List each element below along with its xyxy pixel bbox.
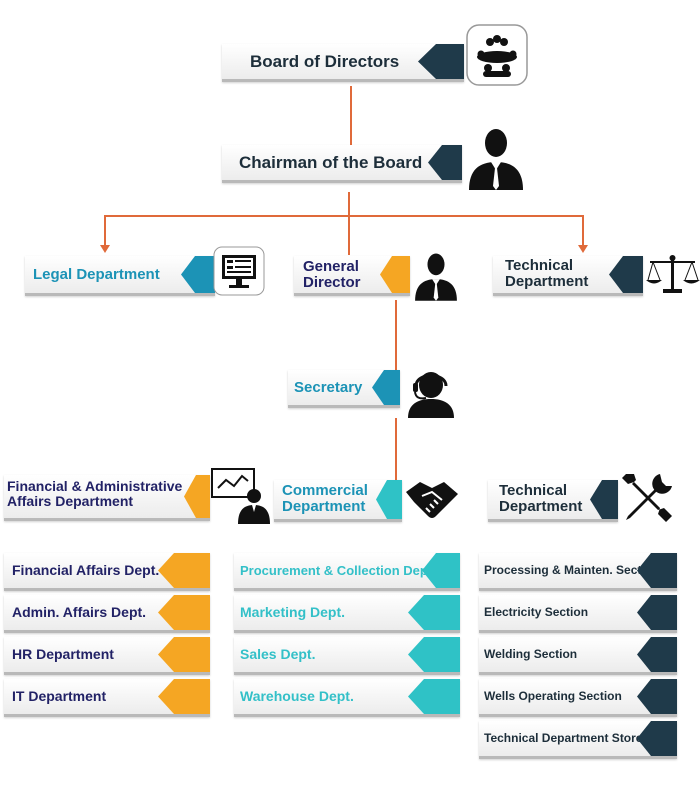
general-director-box: General Director xyxy=(294,256,410,296)
tab-chevron xyxy=(380,256,410,293)
financial-line1: Financial & Administrative xyxy=(7,478,183,494)
commercial-unit: Procurement & Collection Dept. xyxy=(234,553,460,591)
tab-chevron xyxy=(637,595,677,630)
technical-unit-label: Processing & Mainten. Section xyxy=(484,563,660,578)
connector-tech-arrow xyxy=(578,245,588,253)
financial-unit: Financial Affairs Dept. xyxy=(4,553,210,591)
commercial-unit: Marketing Dept. xyxy=(234,595,460,633)
presenter-icon xyxy=(210,466,270,524)
tab-chevron xyxy=(637,679,677,714)
commercial-line1: Commercial xyxy=(282,482,368,499)
financial-unit-label: IT Department xyxy=(12,688,107,705)
commercial-unit-label: Warehouse Dept. xyxy=(240,688,354,705)
connector-chairman-down xyxy=(348,192,350,216)
connector-gd-drop xyxy=(348,215,350,255)
financial-administrative-box: Financial & Administrative Affairs Depar… xyxy=(4,475,210,521)
headset-operator-icon xyxy=(404,368,458,418)
general-director-label: General Director xyxy=(303,259,361,293)
board-of-directors-box: Board of Directors xyxy=(222,44,464,82)
financial-unit-label: Financial Affairs Dept. xyxy=(12,562,160,579)
commercial-unit: Warehouse Dept. xyxy=(234,679,460,717)
general-director-line1: General xyxy=(303,258,359,275)
technical-unit: Wells Operating Section xyxy=(479,679,677,717)
technical-unit: Welding Section xyxy=(479,637,677,675)
tab-chevron xyxy=(408,679,460,714)
tab-chevron xyxy=(428,145,462,180)
financial-administrative-label: Financial & Administrative Affairs Depar… xyxy=(7,479,182,518)
financial-unit: HR Department xyxy=(4,637,210,675)
tab-chevron xyxy=(158,553,210,588)
technical-unit: Processing & Mainten. Section xyxy=(479,553,677,591)
tools-icon xyxy=(620,470,676,524)
secretary-label: Secretary xyxy=(294,378,363,396)
financial-unit: Admin. Affairs Dept. xyxy=(4,595,210,633)
technical-unit-label: Technical Department Stores xyxy=(484,731,650,746)
connector-gd-secretary xyxy=(395,300,397,370)
connector-legal-arrow xyxy=(100,245,110,253)
businessman-icon xyxy=(412,250,460,302)
commercial-unit-label: Procurement & Collection Dept. xyxy=(240,562,436,578)
tab-chevron xyxy=(418,44,464,79)
tab-chevron xyxy=(609,256,643,293)
tab-chevron xyxy=(590,480,618,519)
legal-department-box: Legal Department xyxy=(25,256,215,296)
technical-department-top-label: Technical Department xyxy=(505,258,588,293)
commercial-unit-label: Sales Dept. xyxy=(240,646,316,663)
tab-chevron xyxy=(158,595,210,630)
technical-top-line2: Department xyxy=(505,272,589,290)
tab-chevron xyxy=(372,370,400,405)
commercial-unit: Sales Dept. xyxy=(234,637,460,675)
chairman-box: Chairman of the Board xyxy=(222,145,462,183)
connector-tech-drop xyxy=(582,215,584,247)
tab-chevron xyxy=(184,475,210,518)
tab-chevron xyxy=(408,595,460,630)
technical-unit-label: Wells Operating Section xyxy=(484,689,622,704)
document-monitor-icon xyxy=(213,246,265,296)
connector-secretary-commercial xyxy=(395,418,397,480)
businessman-icon xyxy=(465,126,527,190)
technical-department-mid-label: Technical Department xyxy=(499,483,582,519)
financial-line2: Affairs Department xyxy=(7,492,134,509)
meeting-table-icon xyxy=(466,24,528,86)
tab-chevron xyxy=(637,637,677,672)
technical-department-mid-box: Technical Department xyxy=(488,480,618,522)
legal-department-label: Legal Department xyxy=(33,265,160,283)
technical-unit-label: Welding Section xyxy=(484,647,578,662)
technical-top-line1: Technical xyxy=(505,257,574,274)
tab-chevron xyxy=(158,637,210,672)
board-of-directors-label: Board of Directors xyxy=(250,51,400,71)
financial-unit-label: HR Department xyxy=(12,646,114,663)
technical-mid-line2: Department xyxy=(499,497,583,515)
scales-icon xyxy=(645,254,700,294)
commercial-department-label: Commercial Department xyxy=(282,483,368,519)
chairman-label: Chairman of the Board xyxy=(239,152,423,172)
financial-unit-label: Admin. Affairs Dept. xyxy=(12,604,147,621)
connector-board-chairman xyxy=(350,86,352,146)
commercial-department-box: Commercial Department xyxy=(274,480,402,522)
connector-horizontal-top xyxy=(104,215,584,217)
tab-chevron xyxy=(408,637,460,672)
secretary-box: Secretary xyxy=(288,370,400,408)
tab-chevron xyxy=(637,721,677,756)
commercial-line2: Department xyxy=(282,497,366,515)
commercial-unit-label: Marketing Dept. xyxy=(240,604,346,621)
technical-unit-label: Electricity Section xyxy=(484,605,589,620)
tab-chevron xyxy=(376,480,402,519)
tab-chevron xyxy=(422,553,460,588)
technical-mid-line1: Technical xyxy=(499,482,568,499)
tab-chevron xyxy=(181,256,215,293)
tab-chevron xyxy=(158,679,210,714)
general-director-line2: Director xyxy=(303,273,361,291)
technical-department-top-box: Technical Department xyxy=(493,256,643,296)
handshake-icon xyxy=(404,474,460,524)
connector-legal-drop xyxy=(104,215,106,247)
tab-chevron xyxy=(637,553,677,588)
technical-unit: Electricity Section xyxy=(479,595,677,633)
financial-unit: IT Department xyxy=(4,679,210,717)
technical-unit: Technical Department Stores xyxy=(479,721,677,759)
